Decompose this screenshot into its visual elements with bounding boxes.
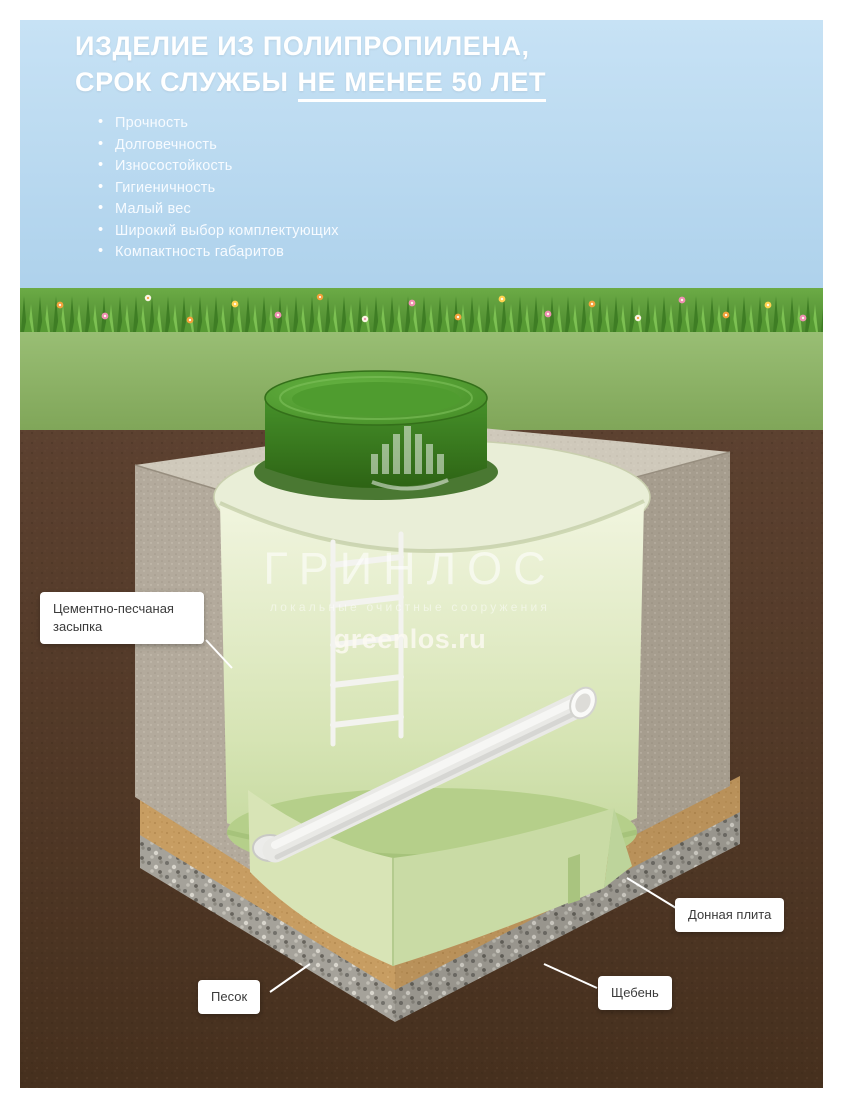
feature-item: Гигиеничность (98, 180, 339, 196)
grass-strip (20, 282, 823, 332)
title-line-2-underlined: НЕ МЕНЕЕ 50 ЛЕТ (297, 67, 547, 103)
pointer-gravel (543, 963, 598, 989)
page-title: ИЗДЕЛИЕ ИЗ ПОЛИПРОПИЛЕНА, СРОК СЛУЖБЫ НЕ … (75, 28, 547, 103)
inlet-pipe (252, 686, 597, 863)
label-sand: Песок (198, 980, 261, 1015)
title-line-2-prefix: СРОК СЛУЖБЫ (75, 67, 289, 98)
feature-item: Широкий выбор комплектующих (98, 223, 339, 239)
ladder (330, 531, 404, 747)
plate-fin (568, 854, 580, 904)
flowers (56, 293, 807, 324)
feature-item: Прочность (98, 115, 339, 131)
pointer-backfill (205, 639, 233, 669)
feature-item: Компактность габаритов (98, 244, 339, 260)
feature-item: Износостойкость (98, 158, 339, 174)
feature-item: Малый вес (98, 201, 339, 217)
sky-background (20, 20, 823, 332)
label-cement-sand-backfill: Цементно-песчаная засыпка (40, 592, 204, 645)
label-bottom-plate: Донная плита (675, 898, 785, 933)
feature-item: Долговечность (98, 137, 339, 153)
title-line-1: ИЗДЕЛИЕ ИЗ ПОЛИПРОПИЛЕНА, (75, 31, 530, 61)
label-gravel: Щебень (598, 976, 672, 1011)
pipe-open-end (569, 686, 597, 720)
label-pointers (205, 639, 677, 993)
gravel-layer (140, 810, 740, 1022)
pointer-sand (269, 963, 311, 993)
feature-list: Прочность Долговечность Износостойкость … (98, 115, 339, 267)
septic-tank (213, 439, 651, 876)
installation-diagram (20, 20, 823, 1088)
tank-lid (254, 370, 498, 500)
title-line-2: СРОК СЛУЖБЫ НЕ МЕНЕЕ 50 ЛЕТ (75, 64, 547, 103)
illustration-canvas: ИЗДЕЛИЕ ИЗ ПОЛИПРОПИЛЕНА, СРОК СЛУЖБЫ НЕ … (20, 20, 823, 1088)
pointer-bottom-plate (626, 877, 677, 909)
tank-interior (220, 501, 644, 867)
